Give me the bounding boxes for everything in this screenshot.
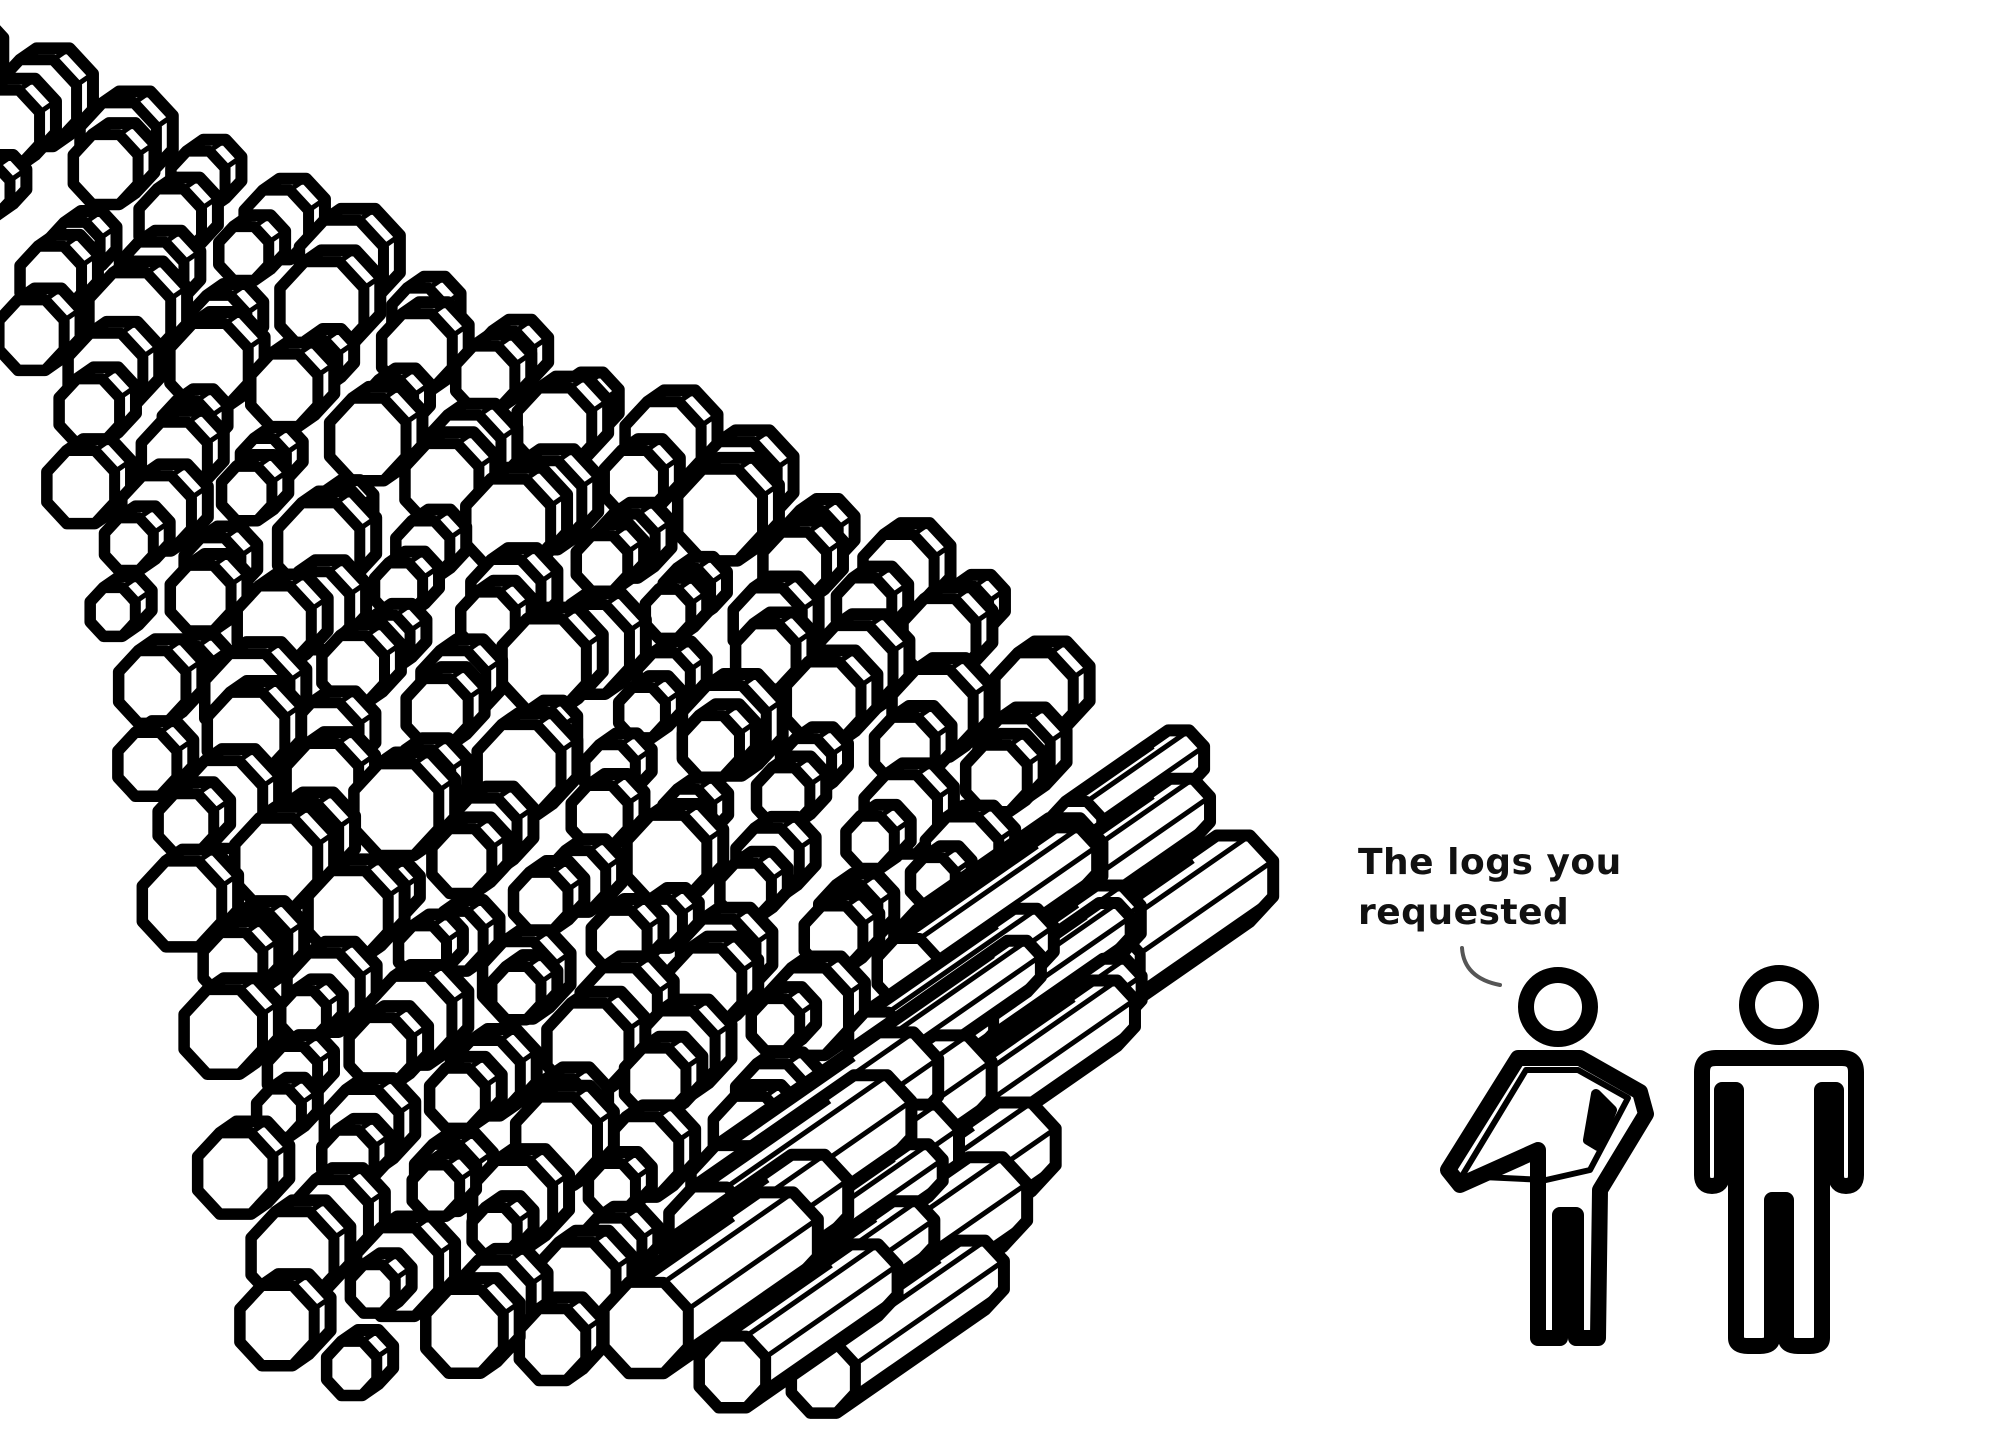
- log-pile-icon: [0, 25, 1280, 1419]
- caption-line-1: The logs you: [1358, 842, 1622, 883]
- caption-line-2: requested: [1358, 892, 1570, 933]
- caption-text: The logs you requested: [1358, 838, 1622, 938]
- caption-leader-line: [1460, 946, 1502, 987]
- person-standing-icon: [1694, 965, 1864, 1354]
- person-hand-on-hip-icon: [1440, 967, 1654, 1346]
